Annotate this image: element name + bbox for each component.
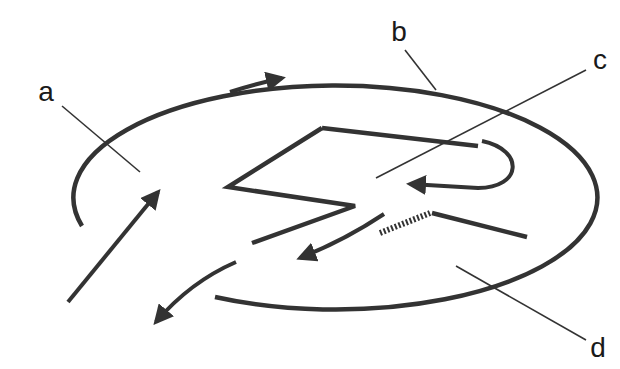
zigzag-front <box>228 128 355 243</box>
flow-arrow <box>410 141 513 188</box>
flow-arrow <box>156 262 236 322</box>
hatched-front <box>380 213 430 233</box>
callout-letter: a <box>38 78 54 106</box>
callout-letter: c <box>593 46 607 74</box>
leader-line <box>376 70 586 178</box>
flow-arrow <box>230 78 282 92</box>
front-line <box>432 213 527 237</box>
leader-line <box>405 50 436 90</box>
callout-letter: d <box>590 334 606 362</box>
flow-arrow <box>68 192 158 302</box>
leader-line <box>456 266 586 340</box>
leader-line <box>62 106 140 172</box>
flow-arrow <box>300 214 384 258</box>
callout-letter: b <box>391 18 407 46</box>
